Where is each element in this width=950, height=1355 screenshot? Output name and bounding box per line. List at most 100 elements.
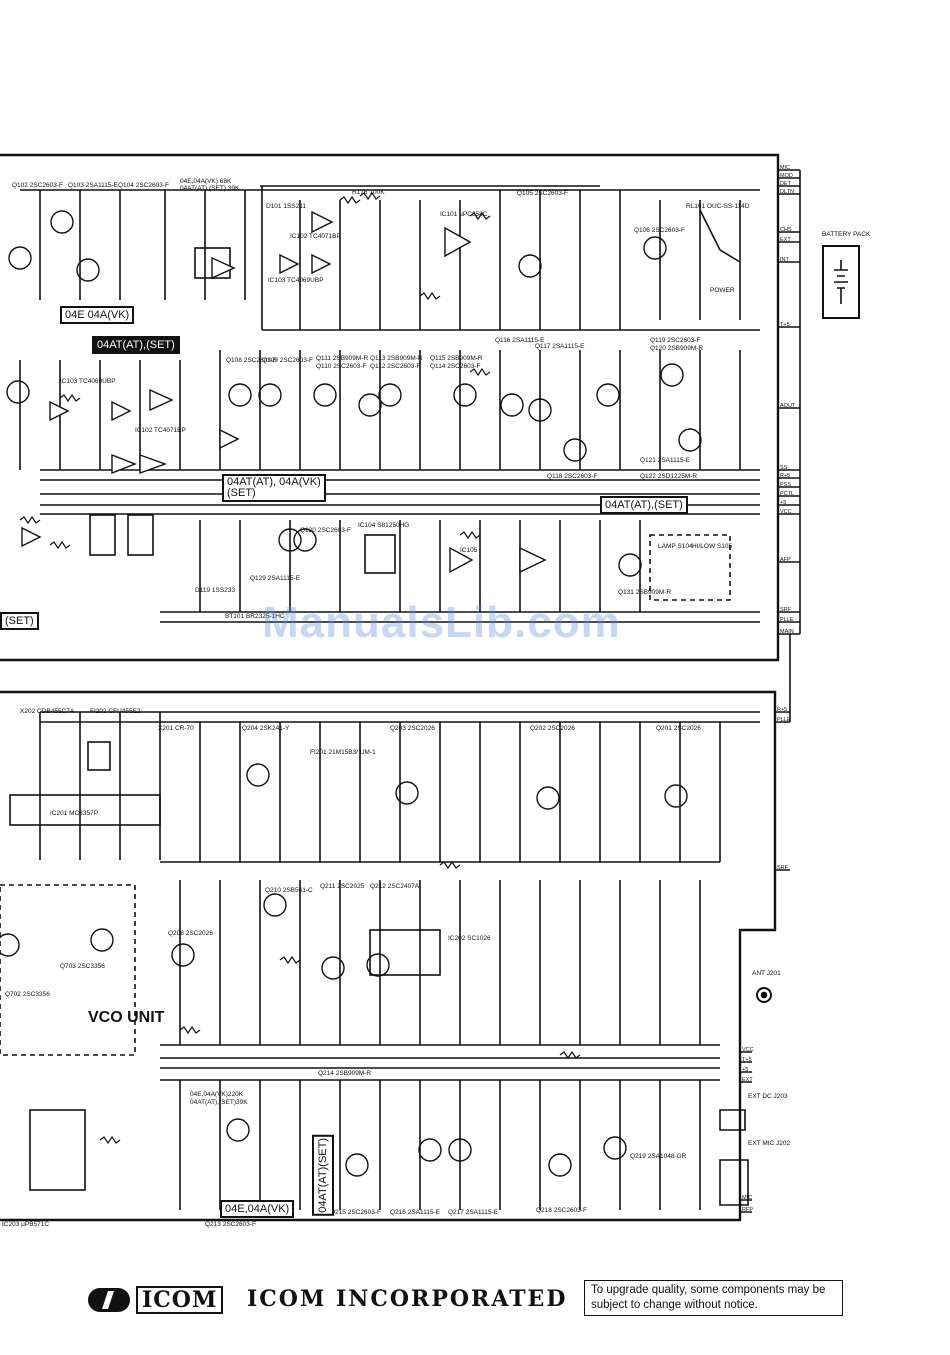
connector-pin-label: MAIN	[780, 629, 794, 635]
label-q118: Q118 2SC2603-F	[547, 473, 597, 480]
label-q212: Q212 2SC2407A	[370, 883, 420, 890]
connector-pin-label: MOD	[780, 173, 793, 179]
label-q108: Q108 2SC2603-F	[226, 357, 277, 364]
variant-box-04e-04a: 04E,04A(VK)	[220, 1200, 295, 1218]
label-d119: D119 1SS233	[195, 587, 235, 594]
label-bt101: BT101 BR2325-1HC	[225, 613, 285, 620]
label-fi201: FI201 21M15B3/ UM-1	[310, 749, 376, 756]
label-q117: Q117 2SA1115-E	[535, 343, 585, 350]
icom-logo: ICOM	[88, 1286, 224, 1314]
label-q202: Q202 2SC2026	[530, 725, 575, 732]
label-q111: Q111 2SB909M-R	[316, 355, 368, 362]
label-x202: X202 CDB455C7A	[20, 708, 75, 715]
connector-pin-label: DLTN	[780, 189, 794, 195]
connector-pin-label: +5	[780, 500, 786, 506]
label-ic202: IC202 SC1026	[448, 935, 491, 942]
label-q204: Q204 2SK241-Y	[242, 725, 290, 732]
label-ext-dc: EXT DC J203	[748, 1093, 788, 1100]
connector-pin-label: EXT	[742, 1077, 753, 1083]
upgrade-notice: To upgrade quality, some components may …	[584, 1280, 843, 1316]
label-note-04e: 04E,04A(VK) 68K	[180, 178, 232, 185]
label-ic102: IC102 TC4071BP	[135, 427, 186, 434]
label-q104: Q104 2SC2603-F	[118, 182, 169, 189]
connector-pin-label: AOUT	[780, 403, 796, 409]
label-q703: Q703 2SC3356	[60, 963, 105, 970]
label-bw-note2: 04AT(AT),(SET)39K	[190, 1099, 248, 1106]
connector-pin-label: PLLE	[777, 717, 791, 723]
connector-pin-label: SS	[780, 465, 788, 471]
label-q213: Q213 2SC2603-F	[205, 1221, 256, 1228]
label-q116: Q116 2SA1115-E	[495, 337, 545, 344]
connector-pin-label: PSS	[780, 482, 791, 488]
connector-pin-label: DET	[780, 181, 792, 187]
connector-pin-label: T+5	[742, 1057, 752, 1063]
label-ic103-b: IC103 TC4069UBP	[60, 378, 116, 385]
variant-box-04at-04a: 04AT(AT), 04A(VK)(SET)	[222, 474, 326, 502]
connector-pin-label: EXT	[780, 237, 791, 243]
label-ic105: IC105	[460, 547, 478, 554]
label-q216: Q216 2SA1115-E	[390, 1209, 441, 1216]
connector-pin-label: AFP	[780, 557, 791, 563]
label-q214: Q214 2SB909M-R	[318, 1070, 371, 1077]
label-ant: ANT J201	[752, 970, 781, 977]
variant-box-04e: 04E 04A(VK)	[60, 306, 135, 324]
label-q119: Q119 2SC2603-F	[650, 337, 700, 344]
label-q113: Q113 2SB909M-R	[370, 355, 423, 362]
connector-pin-label: VCC	[780, 509, 792, 515]
connector-pin-label: R+5	[780, 473, 790, 479]
label-q110: Q110 2SC2603-F	[316, 363, 366, 370]
label-q115: Q115 2SB909M-R	[430, 355, 483, 362]
label-ext-mic: EXT MIC J202	[748, 1140, 791, 1147]
label-ic101: IC101 μPC358C	[440, 211, 488, 218]
label-hilow: HI/LOW S105	[692, 543, 732, 550]
label-x201: X201 CR-70	[158, 725, 194, 732]
label-q129: Q129 2SA1115-E	[250, 575, 301, 582]
label-battery: BATTERY PACK	[822, 231, 871, 238]
label-q120: Q120 2SB909M-R	[650, 345, 703, 352]
label-q211: Q211 2SC2025	[320, 883, 365, 890]
label-q114: Q114 2SC2603-F	[430, 363, 480, 370]
variant-box-04at-3: 04AT(AT)(SET)	[312, 1135, 334, 1216]
label-rl101: RL101 OUC-SS-114D	[686, 203, 750, 210]
label-q217: Q217 2SA1115-E	[448, 1209, 499, 1216]
label-q702: Q702 2SC3356	[5, 991, 50, 998]
connector-pin-label: INT	[780, 257, 790, 263]
label-q102: Q102 2SC2603-F	[12, 182, 63, 189]
connector-pin-label: SRF	[780, 607, 792, 613]
label-q103: Q103 2SA1115-E	[68, 182, 119, 189]
connector-pin-label: R+5	[777, 707, 787, 713]
label-upb: IC203 μPB571C	[2, 1221, 49, 1228]
variant-box-04at-2: 04AT(AT),(SET)	[600, 496, 688, 514]
connector-pin-label: T+5	[780, 322, 790, 328]
icom-logo-word: ICOM	[136, 1286, 224, 1314]
connector-pin-label: MIC	[780, 165, 790, 171]
label-q121: Q121 2SA1115-E	[640, 457, 691, 464]
label-bw-note1: 04E,04A(VK)220K	[190, 1091, 244, 1098]
label-q201: Q201 2SC2026	[656, 725, 701, 732]
label-q106: Q106 2SC2603-F	[634, 227, 685, 234]
connector-pin-label: MIC	[742, 1195, 752, 1201]
company-name: ICOM INCORPORATED	[247, 1286, 568, 1312]
label-q215: Q215 2SC2603-F	[330, 1209, 381, 1216]
label-q218: Q218 2SC2603-F	[536, 1207, 587, 1214]
label-ic102a: IC102 TC4071BP	[290, 233, 341, 240]
connector-pin-label: PCTL	[780, 491, 794, 497]
label-q109: Q109 2SC2603-F	[262, 357, 313, 364]
label-vco-unit: VCO UNIT	[88, 1009, 165, 1026]
variant-box-set: (SET)	[0, 612, 39, 630]
connector-pin-label: SRF	[777, 865, 789, 871]
label-note-04at: 04AT(AT),(SET) 39K	[180, 185, 240, 192]
label-q210: Q210 2SB561-C	[265, 887, 313, 894]
label-lamp: LAMP S104	[658, 543, 693, 550]
label-power: POWER	[710, 287, 735, 294]
watermark: ManualsLib.com	[262, 598, 621, 647]
label-q105: Q105 2SC2603-F	[517, 190, 568, 197]
label-q208: Q208 2SC2026	[168, 930, 213, 937]
connector-pins-top: MICMODDETDLTNCHSEXTINTT+5AOUTSSR+5PSSPCT…	[780, 165, 796, 635]
label-ic103: IC103 TC4069UBP	[268, 277, 324, 284]
connector-pin-label: RFP	[742, 1207, 753, 1213]
label-d101: D101 1SS211	[266, 203, 306, 210]
label-ic201: IC201 MC3357P	[50, 810, 98, 817]
label-q120b: Q120 2SC2603-F	[300, 527, 351, 534]
